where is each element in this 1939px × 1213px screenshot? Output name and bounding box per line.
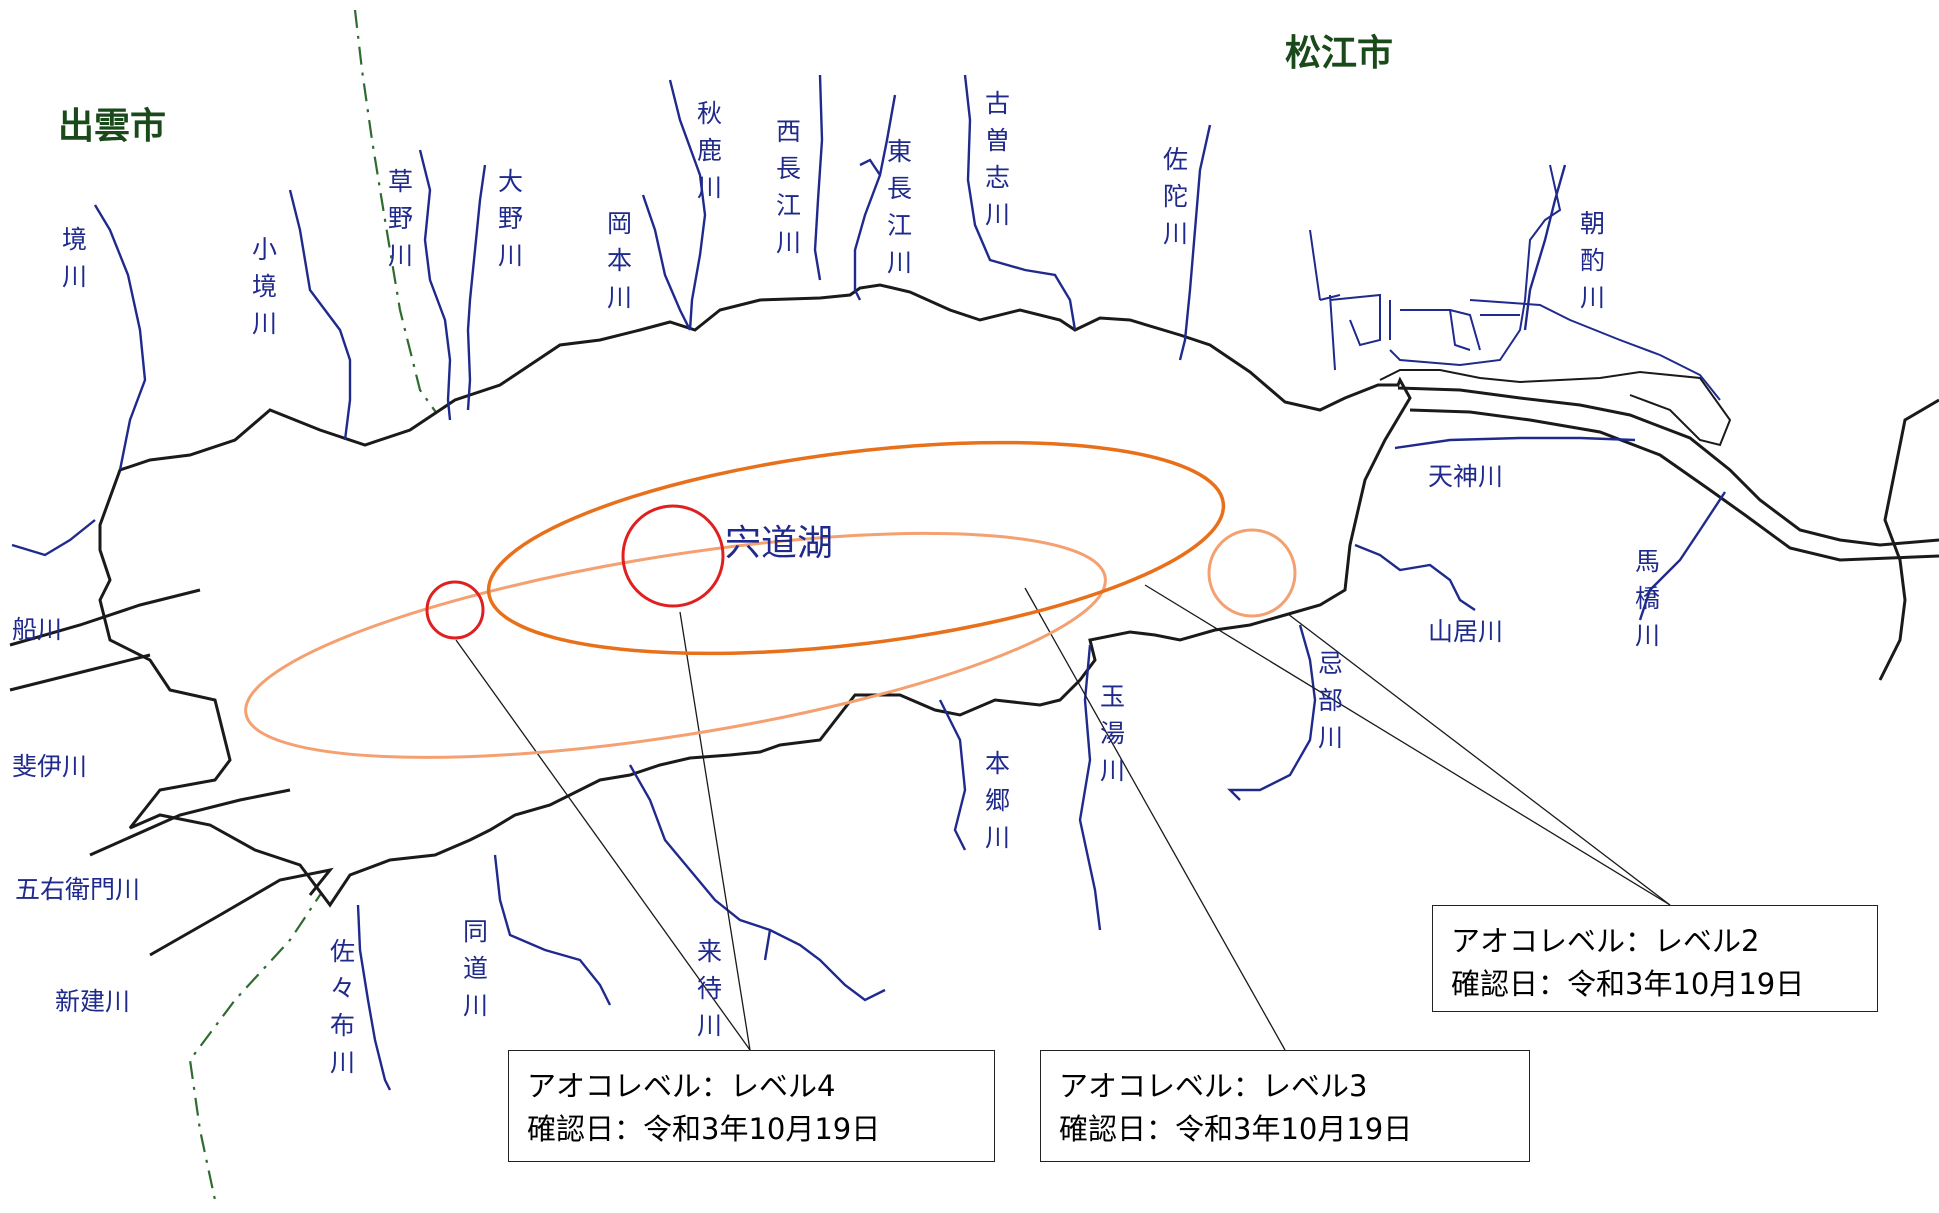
hongogawa-river [938, 699, 967, 851]
callout-level4-line1: アオコレベル：レベル4 [527, 1069, 836, 1103]
nishinagaegawa-river [813, 74, 824, 281]
river-label-goemongawa: 五右衛門川 [15, 875, 140, 904]
matsue-canal [1379, 369, 1732, 447]
river-label-hongogawa: 本郷川 [985, 749, 1010, 852]
river-label-sasafugawa: 佐々布川 [330, 937, 355, 1077]
river-label-asakumigawa: 朝酌川 [1580, 209, 1605, 312]
lake-shoreline [98, 283, 1412, 908]
leader-line [1024, 587, 1286, 1051]
river-label-kozakaigawa: 小境川 [252, 235, 277, 338]
callout-level4: アオコレベル：レベル4 確認日：令和3年10月19日 [508, 1050, 995, 1162]
sasafugawa-river [356, 904, 392, 1091]
river-label-tenjingawa: 天神川 [1428, 462, 1503, 491]
leader-line [679, 611, 751, 1051]
western-inflow [11, 519, 96, 557]
river-label-okamotogawa: 岡本川 [607, 209, 632, 312]
leader-line [1144, 584, 1671, 906]
river-label-sakaigawa: 境川 [62, 225, 87, 291]
sadagawa-river [1178, 124, 1212, 361]
leader-line [1287, 613, 1671, 906]
kimachigawa-river [628, 764, 886, 1002]
bloom-zone-level3 [486, 440, 1226, 656]
bloom-zone-level2 [244, 531, 1107, 759]
river-label-nishinagaegawa: 西長江川 [776, 117, 801, 257]
hiikawa-channel-lower [149, 867, 334, 957]
matsue-city-label: 松江市 [1285, 33, 1393, 74]
asakumigawa-river [1523, 164, 1567, 331]
imbegawa-river [1227, 624, 1317, 801]
river-label-sadagawa: 佐陀川 [1163, 145, 1188, 248]
leader-line [455, 639, 751, 1051]
callout-level2-line2: 確認日：令和3年10月19日 [1451, 967, 1805, 1001]
matsue-canal-grid [1309, 164, 1721, 401]
lake-name-label: 宍道湖 [725, 523, 833, 564]
ohashi-river-south [1409, 408, 1939, 562]
river-label-funagawa: 船川 [12, 615, 62, 644]
yamaigawa-river [1354, 543, 1476, 611]
kososhigawa-river [963, 74, 1077, 331]
kusanogawa-river [418, 149, 452, 421]
ohashi-river [1397, 386, 1939, 547]
bloom-point-level4-small [425, 580, 485, 640]
callout-level4-line2: 確認日：令和3年10月19日 [527, 1112, 881, 1146]
kozakaigawa-river [288, 189, 352, 441]
callout-level3-line2: 確認日：令和3年10月19日 [1059, 1112, 1413, 1146]
akashikagawa-river [668, 79, 707, 331]
bloom-point-level2 [1207, 528, 1297, 618]
onogawa-river [466, 164, 487, 411]
river-label-dodogawa: 同道川 [463, 917, 488, 1020]
mabashigawa-river [1638, 491, 1727, 621]
sakaigawa-river [93, 204, 147, 471]
tenjingawa-river [1394, 436, 1636, 450]
river-label-mabashigawa: 馬橋川 [1635, 547, 1660, 650]
izumo-city-label: 出雲市 [58, 106, 166, 147]
river-label-yamaigawa: 山居川 [1428, 617, 1503, 646]
river-label-higashinagaegawa: 東長江川 [887, 137, 912, 277]
callout-level3: アオコレベル：レベル3 確認日：令和3年10月19日 [1040, 1050, 1530, 1162]
river-label-imbegawa: 忌部川 [1318, 649, 1343, 752]
river-label-kososhigawa: 古曽志川 [985, 89, 1010, 229]
funagawa-channel [9, 588, 201, 647]
river-label-kimachigawa: 来待川 [697, 937, 722, 1040]
dodogawa-river [493, 854, 612, 1006]
river-label-onogawa: 大野川 [498, 167, 523, 270]
eastern-coast [1878, 398, 1939, 681]
callout-level2-line1: アオコレベル：レベル2 [1451, 924, 1760, 958]
callout-level3-line1: アオコレベル：レベル3 [1059, 1069, 1368, 1103]
callout-level2: アオコレベル：レベル2 確認日：令和3年10月19日 [1432, 905, 1878, 1012]
higashinagaegawa-river [853, 94, 897, 301]
bloom-point-level4-large [621, 504, 725, 608]
river-label-shindatsugawa: 新建川 [55, 987, 130, 1016]
river-label-kusanogawa: 草野川 [388, 167, 413, 270]
river-label-tamayugawa: 玉湯川 [1100, 682, 1125, 785]
tamayugawa-river [1078, 644, 1102, 931]
funagawa-channel-lower [9, 653, 151, 692]
hiikawa-channel [89, 788, 291, 857]
okamotogawa-river [641, 194, 692, 331]
river-label-akashikagawa: 秋鹿川 [697, 99, 722, 202]
river-label-hiikawa: 斐伊川 [12, 752, 87, 781]
